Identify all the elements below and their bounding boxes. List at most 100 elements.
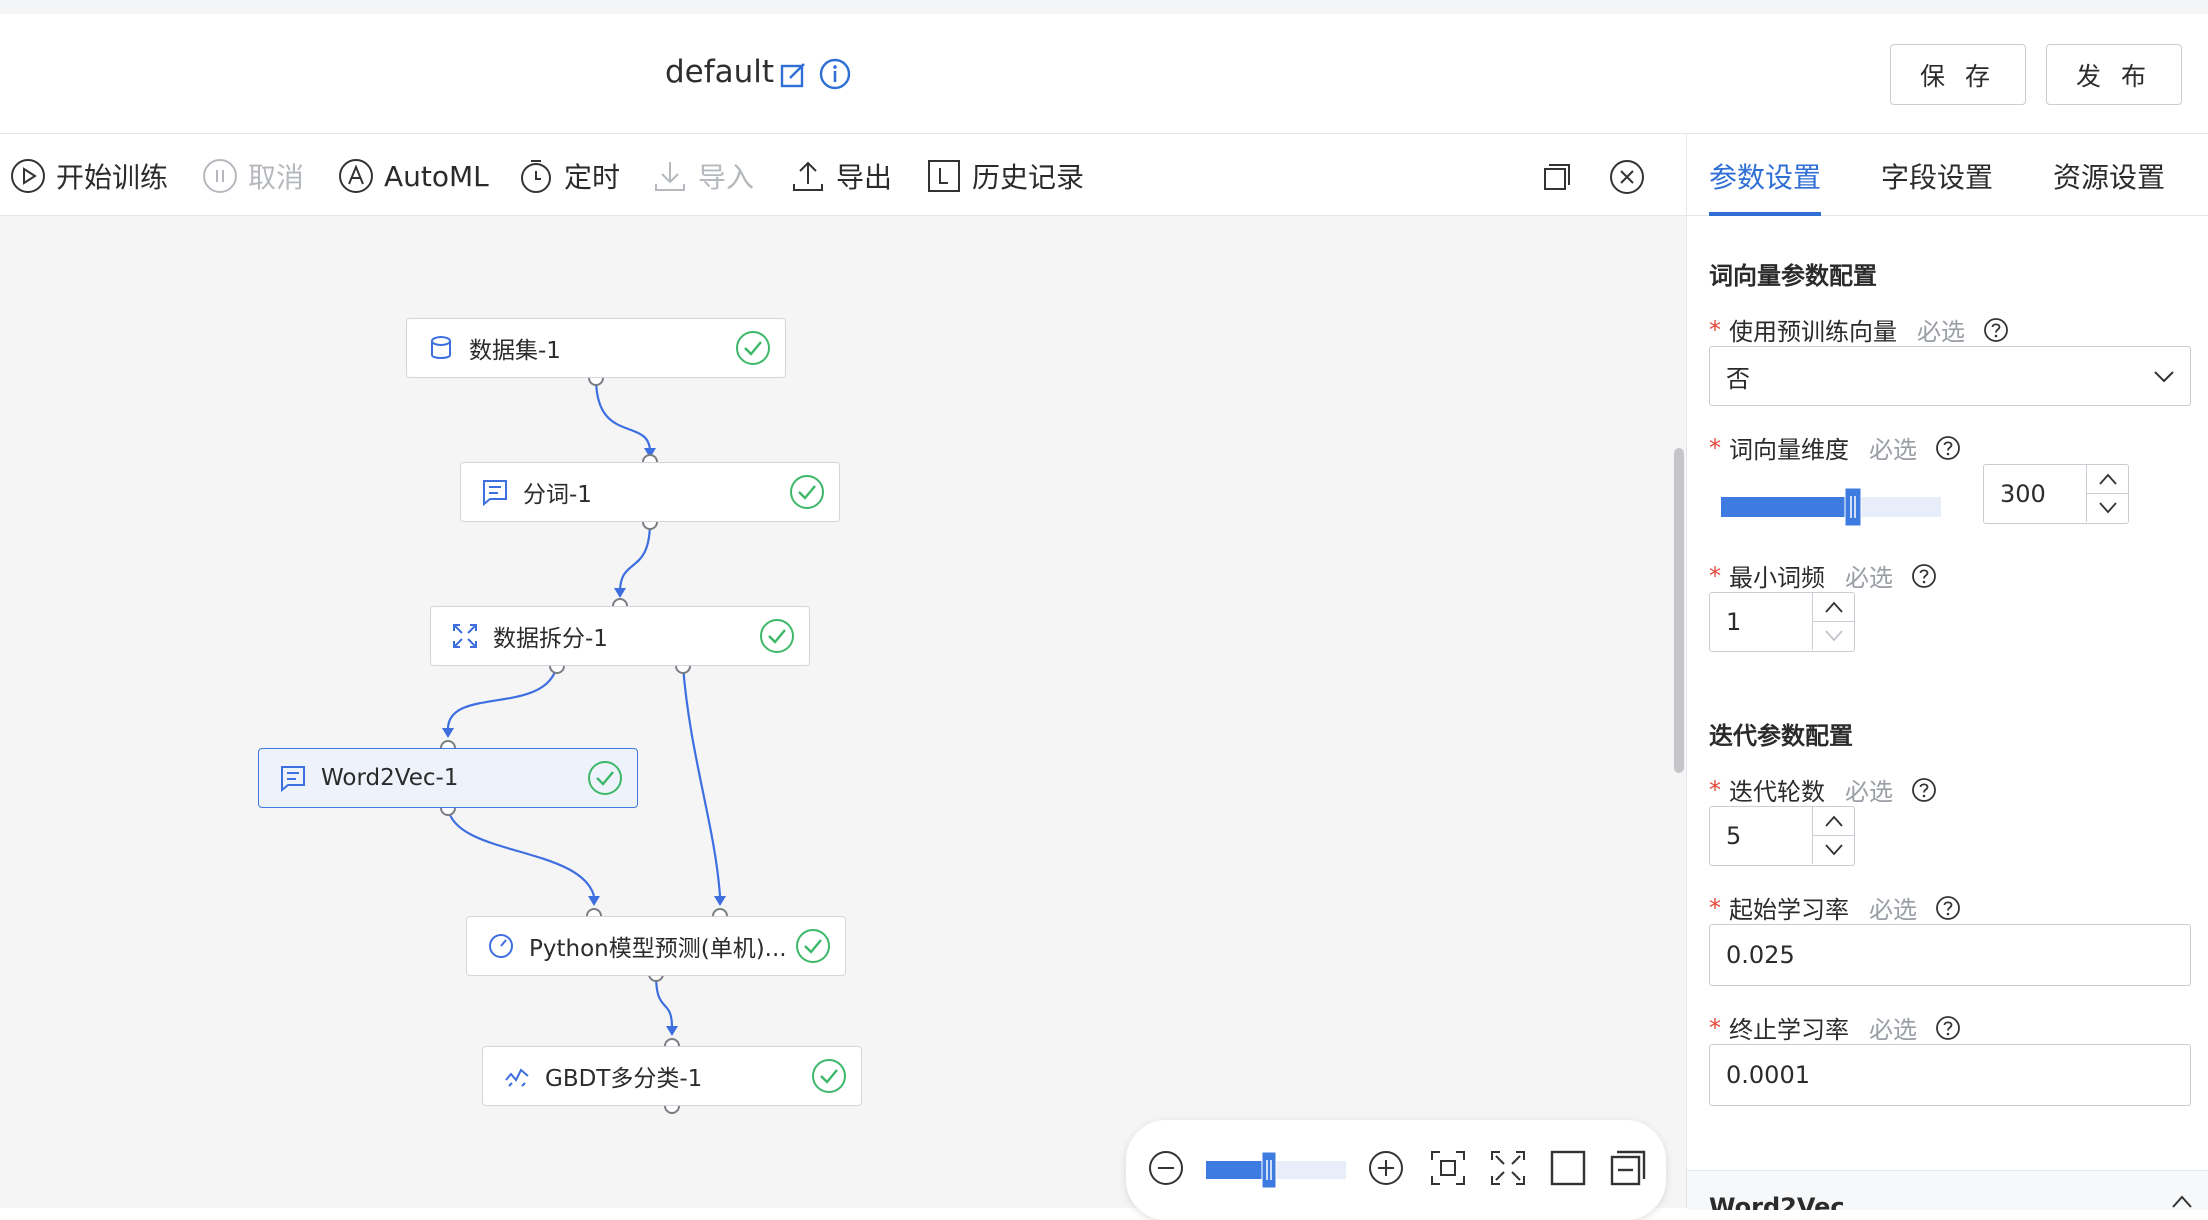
fit-view-icon[interactable] bbox=[1428, 1148, 1468, 1188]
zoom-out-icon[interactable] bbox=[1146, 1148, 1186, 1188]
node-dataset[interactable]: 数据集-1 bbox=[406, 318, 786, 378]
help-icon[interactable] bbox=[1935, 895, 1961, 921]
zoom-in-icon[interactable] bbox=[1366, 1148, 1406, 1188]
required-mark: * bbox=[1709, 561, 1721, 590]
publish-button[interactable]: 发 布 bbox=[2046, 44, 2182, 105]
automl-button[interactable]: AutoML bbox=[338, 156, 489, 196]
dimension-stepper[interactable] bbox=[2086, 465, 2128, 522]
help-icon[interactable] bbox=[1911, 777, 1937, 803]
algorithm-icon bbox=[505, 1068, 529, 1087]
node-label: 数据集-1 bbox=[469, 338, 561, 364]
edit-icon[interactable] bbox=[778, 60, 808, 90]
required-hint: 必选 bbox=[1869, 896, 1917, 924]
chevron-down-icon bbox=[1824, 630, 1843, 642]
stepper-up[interactable] bbox=[2087, 465, 2128, 493]
export-label: 导出 bbox=[836, 161, 893, 194]
stepper-down[interactable] bbox=[1813, 835, 1854, 864]
cancel-label: 取消 bbox=[248, 161, 305, 194]
history-button[interactable]: 历史记录 bbox=[926, 156, 1084, 196]
chevron-up-icon bbox=[1824, 815, 1843, 827]
cancel-button[interactable]: 取消 bbox=[202, 156, 304, 196]
help-icon[interactable] bbox=[1935, 435, 1961, 461]
min-count-stepper[interactable] bbox=[1812, 593, 1854, 650]
import-button[interactable]: 导入 bbox=[652, 156, 754, 196]
required-mark: * bbox=[1709, 1013, 1721, 1042]
zoom-slider[interactable] bbox=[1206, 1152, 1346, 1188]
panel-tabs: 参数设置 字段设置 资源设置 bbox=[1687, 134, 2208, 216]
export-icon bbox=[793, 161, 823, 191]
tab-resources[interactable]: 资源设置 bbox=[2053, 161, 2166, 194]
pretrained-select[interactable]: 否 bbox=[1709, 346, 2191, 406]
minimap-icon[interactable] bbox=[1608, 1148, 1648, 1188]
label-text: 最小词频 bbox=[1729, 564, 1825, 592]
help-icon[interactable] bbox=[1935, 1015, 1961, 1041]
info-icon[interactable] bbox=[818, 57, 852, 91]
check-circle-icon bbox=[588, 761, 622, 795]
tab-fields[interactable]: 字段设置 bbox=[1881, 161, 1994, 194]
check-circle-icon bbox=[790, 475, 824, 509]
history-icon bbox=[928, 160, 960, 192]
edge-dataset-tokenize bbox=[594, 377, 652, 453]
input-value: 300 bbox=[2000, 480, 2046, 508]
schedule-button[interactable]: 定时 bbox=[518, 156, 620, 196]
node-python-predict[interactable]: Python模型预测(单机)... bbox=[466, 916, 846, 976]
edge-predict-gbdt bbox=[654, 973, 674, 1029]
tab-params[interactable]: 参数设置 bbox=[1709, 156, 1822, 216]
chevron-down-icon bbox=[2154, 371, 2174, 383]
epochs-input[interactable]: 5 bbox=[1709, 806, 1855, 866]
chevron-up-icon bbox=[1824, 601, 1843, 613]
label-text: 使用预训练向量 bbox=[1729, 318, 1897, 346]
chevron-down-icon bbox=[1824, 844, 1843, 856]
save-button[interactable]: 保 存 bbox=[1890, 44, 2026, 105]
close-icon[interactable] bbox=[1608, 158, 1646, 196]
pause-icon bbox=[203, 159, 237, 193]
top-strip bbox=[0, 0, 2208, 14]
canvas-scrollbar[interactable] bbox=[1674, 448, 1684, 773]
settings-panel: 参数设置 字段设置 资源设置 词向量参数配置 * 使用预训练向量 必选 否 * … bbox=[1686, 134, 2208, 1210]
label-text: 终止学习率 bbox=[1729, 1016, 1849, 1044]
stepper-up[interactable] bbox=[1813, 807, 1854, 835]
export-button[interactable]: 导出 bbox=[790, 156, 892, 196]
help-icon[interactable] bbox=[1983, 317, 2009, 343]
collapsed-section-header[interactable]: Word2Vec bbox=[1687, 1170, 2208, 1210]
field-label-pretrained: * 使用预训练向量 必选 bbox=[1709, 312, 2009, 347]
required-hint: 必选 bbox=[1869, 436, 1917, 464]
section-title-wordvec: 词向量参数配置 bbox=[1709, 262, 1877, 290]
end-lr-input[interactable]: 0.0001 bbox=[1709, 1044, 2191, 1106]
epochs-stepper[interactable] bbox=[1812, 807, 1854, 864]
min-count-input[interactable]: 1 bbox=[1709, 592, 1855, 652]
label-text: 词向量维度 bbox=[1729, 436, 1849, 464]
fullscreen-icon[interactable] bbox=[1488, 1148, 1528, 1188]
stepper-down[interactable] bbox=[1813, 621, 1854, 650]
field-label-dimension: * 词向量维度 必选 bbox=[1709, 430, 1961, 465]
field-label-min-count: * 最小词频 必选 bbox=[1709, 558, 1937, 593]
history-label: 历史记录 bbox=[972, 161, 1085, 194]
stepper-up[interactable] bbox=[1813, 593, 1854, 621]
copy-icon[interactable] bbox=[1542, 162, 1572, 192]
stepper-down[interactable] bbox=[2087, 493, 2128, 522]
check-circle-icon bbox=[796, 929, 830, 963]
node-label: Word2Vec-1 bbox=[321, 765, 459, 791]
start-training-button[interactable]: 开始训练 bbox=[10, 156, 168, 196]
start-lr-input[interactable]: 0.025 bbox=[1709, 924, 2191, 986]
split-icon bbox=[453, 624, 477, 648]
node-label: GBDT多分类-1 bbox=[545, 1066, 703, 1092]
edge-split-word2vec bbox=[446, 665, 559, 729]
help-icon[interactable] bbox=[1911, 563, 1937, 589]
node-gbdt[interactable]: GBDT多分类-1 bbox=[482, 1046, 862, 1106]
required-hint: 必选 bbox=[1917, 318, 1965, 346]
required-mark: * bbox=[1709, 315, 1721, 344]
schedule-label: 定时 bbox=[564, 161, 621, 194]
workflow-canvas[interactable]: 数据集-1 分词-1 数据拆分-1 Word2Vec-1 Python模型预测(… bbox=[0, 216, 1686, 1208]
node-word2vec[interactable]: Word2Vec-1 bbox=[258, 748, 638, 808]
zoom-toolbar bbox=[1126, 1120, 1666, 1220]
dimension-slider[interactable] bbox=[1721, 486, 1941, 528]
dimension-input[interactable]: 300 bbox=[1983, 464, 2129, 524]
node-tokenize[interactable]: 分词-1 bbox=[460, 462, 840, 522]
required-mark: * bbox=[1709, 893, 1721, 922]
square-icon[interactable] bbox=[1548, 1148, 1588, 1188]
node-label: 数据拆分-1 bbox=[493, 626, 608, 652]
zoom-slider-fill bbox=[1206, 1161, 1269, 1179]
node-data-split[interactable]: 数据拆分-1 bbox=[430, 606, 810, 666]
automl-label: AutoML bbox=[384, 159, 489, 193]
